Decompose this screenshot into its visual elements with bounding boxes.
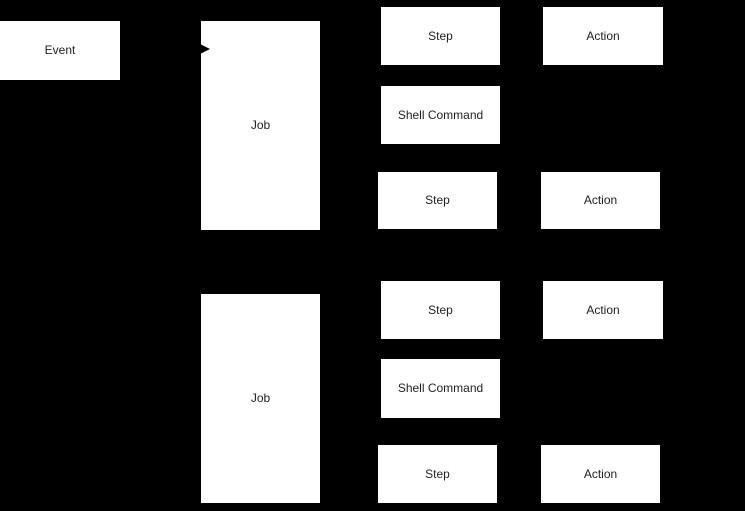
node-step-3[interactable]: Step xyxy=(381,281,500,339)
node-label-job-2: Job xyxy=(250,391,271,406)
node-label-action-2: Action xyxy=(583,193,618,208)
node-event[interactable]: Event xyxy=(0,21,120,80)
node-action-3[interactable]: Action xyxy=(543,281,663,339)
node-job-1[interactable]: Job xyxy=(201,21,320,230)
node-label-step-2: Step xyxy=(425,193,450,208)
node-action-1[interactable]: Action xyxy=(543,7,663,65)
node-label-step-4: Step xyxy=(425,466,450,481)
node-job-2[interactable]: Job xyxy=(201,294,320,503)
node-label-event: Event xyxy=(44,43,76,58)
node-step-1[interactable]: Step xyxy=(381,7,500,65)
node-label-step-1: Step xyxy=(428,28,453,43)
node-action-4[interactable]: Action xyxy=(541,445,660,503)
node-label-action-3: Action xyxy=(586,302,620,317)
node-step-4[interactable]: Step xyxy=(378,445,497,503)
node-action-2[interactable]: Action xyxy=(541,172,660,229)
node-label-action-4: Action xyxy=(583,466,618,481)
node-shell-command-1[interactable]: Shell Command xyxy=(381,86,500,144)
node-label-action-1: Action xyxy=(586,28,620,43)
node-label-job-1: Job xyxy=(250,118,271,133)
node-step-2[interactable]: Step xyxy=(378,172,497,229)
node-label-shell-command-2: Shell Command xyxy=(397,381,484,396)
node-shell-command-2[interactable]: Shell Command xyxy=(381,359,500,418)
node-label-step-3: Step xyxy=(428,302,453,317)
node-label-shell-command-1: Shell Command xyxy=(397,107,484,122)
